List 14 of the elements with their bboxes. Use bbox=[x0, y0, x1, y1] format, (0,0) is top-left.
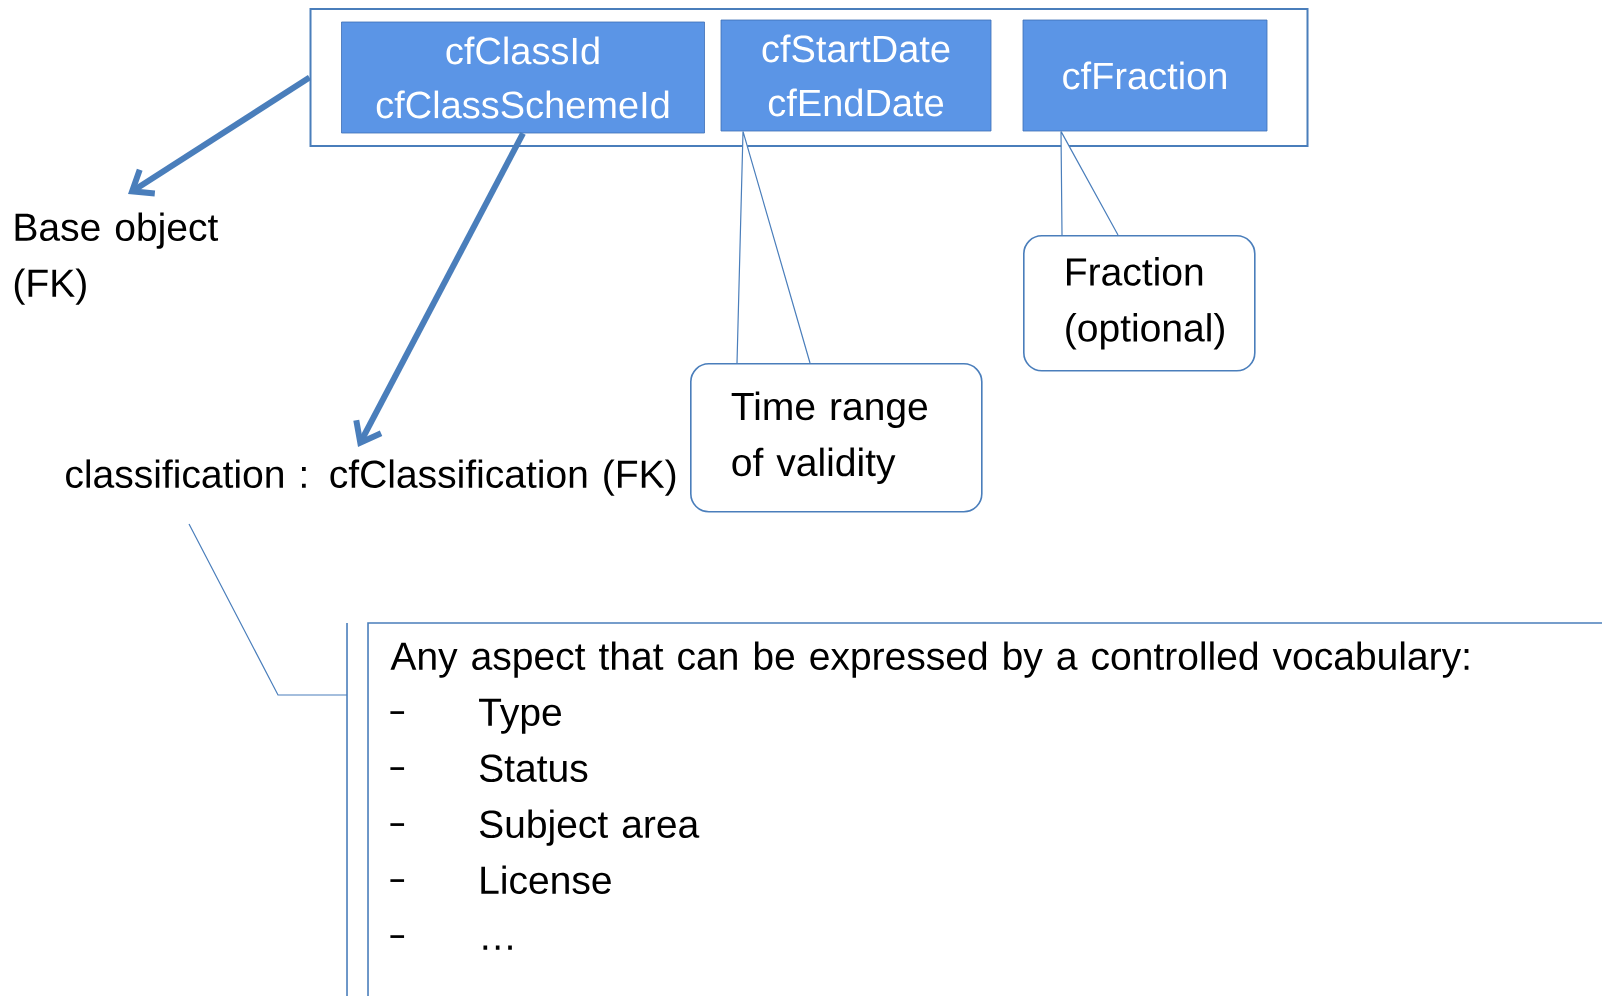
callout-pointer bbox=[1060, 130, 1119, 236]
label-text: Base object (FK) bbox=[14, 212, 218, 305]
note-box: Any aspect that can be expressed by a controlled vocabulary: Type Status Subject area License … bbox=[346, 622, 1602, 996]
arrow bbox=[353, 132, 526, 447]
label-text: classification : cfClassification (FK) bbox=[66, 459, 676, 496]
callout-box: Fraction (optional) bbox=[1023, 131, 1256, 372]
field-box: cfClassId cfClassSchemeId bbox=[341, 21, 705, 134]
leader-line bbox=[188, 523, 348, 696]
callout-box: Time range of validity bbox=[690, 131, 983, 513]
field-box: cfFraction bbox=[1022, 19, 1268, 132]
arrow bbox=[128, 74, 312, 197]
callout-pointer bbox=[736, 130, 811, 364]
frame-box bbox=[309, 8, 1309, 147]
field-box: cfStartDate cfEndDate bbox=[720, 19, 992, 132]
